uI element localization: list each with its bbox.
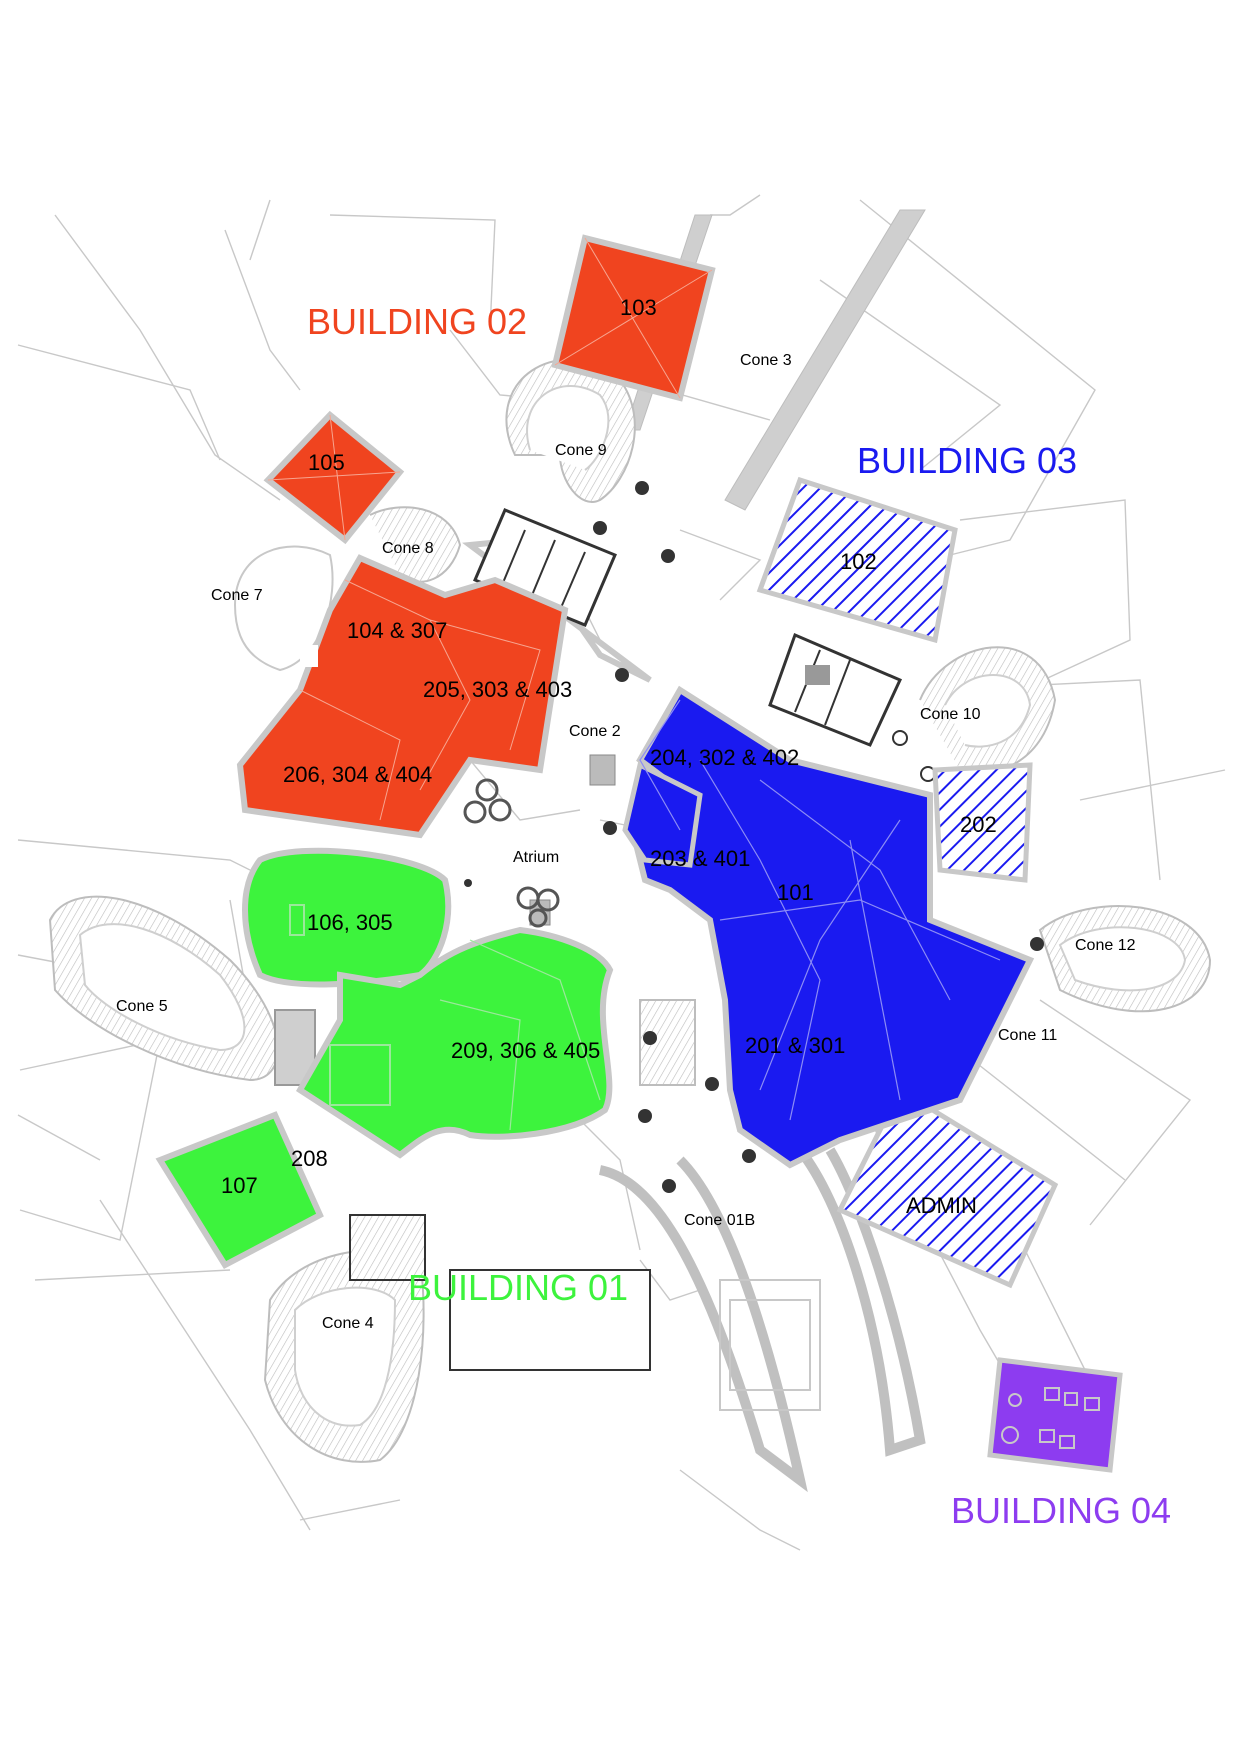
atrium-fixtures: [463, 481, 1044, 1193]
cone-8-shape: [369, 506, 462, 583]
building-04-title: BUILDING 04: [951, 1490, 1171, 1531]
room-label-105: 105: [308, 450, 345, 475]
room-label-206-304-404: 206, 304 & 404: [283, 762, 432, 787]
label-cone-5: Cone 5: [116, 998, 168, 1015]
room-label-208: 208: [291, 1146, 328, 1171]
room-label-203-401: 203 & 401: [650, 846, 750, 871]
room-104-307: [236, 554, 569, 839]
label-cone-10: Cone 10: [920, 706, 981, 723]
room-label-102: 102: [840, 549, 877, 574]
label-cone-8: Cone 8: [382, 540, 434, 557]
label-cone-3: Cone 3: [740, 352, 792, 369]
room-label-107: 107: [221, 1173, 258, 1198]
building-03-rooms: [622, 476, 1059, 1289]
room-label-103: 103: [620, 295, 657, 320]
room-label-101: 101: [777, 880, 814, 905]
room-label-104-307: 104 & 307: [347, 618, 447, 643]
room-label-202: 202: [960, 812, 997, 837]
label-cone-01b: Cone 01B: [684, 1212, 755, 1229]
building-04-rooms: [987, 1357, 1123, 1473]
room-label-209-306-405: 209, 306 & 405: [451, 1038, 600, 1063]
room-building-04: [987, 1357, 1123, 1473]
room-label-106-305: 106, 305: [307, 910, 393, 935]
room-107: [155, 1111, 324, 1269]
building-02-rooms: [236, 234, 716, 839]
building-02-title: BUILDING 02: [307, 301, 527, 342]
room-202: [932, 762, 1033, 883]
label-cone-9: Cone 9: [555, 442, 607, 459]
label-cone-12: Cone 12: [1075, 937, 1136, 954]
cone-01b-walls: [598, 1156, 808, 1493]
room-102: [756, 476, 958, 644]
label-cone-4: Cone 4: [322, 1315, 374, 1332]
building-01-title: BUILDING 01: [408, 1267, 628, 1308]
label-cone-2: Cone 2: [569, 723, 621, 740]
room-label-admin: ADMIN: [906, 1193, 977, 1218]
area-labels: Cone 3 Cone 9 Cone 8 Cone 7 Cone 2 Cone …: [116, 352, 1136, 1332]
label-atrium: Atrium: [513, 849, 559, 866]
room-209-306-405: [295, 926, 614, 1159]
room-admin: [836, 1086, 1059, 1289]
building-01-rooms: [155, 847, 614, 1269]
label-cone-11: Cone 11: [998, 1027, 1057, 1044]
room-labels: 103 105 104 & 307 205, 303 & 403 206, 30…: [221, 295, 997, 1218]
building-03-title: BUILDING 03: [857, 440, 1077, 481]
room-label-204-302-402: 204, 302 & 402: [650, 745, 799, 770]
room-label-201-301: 201 & 301: [745, 1033, 845, 1058]
service-blocks: [274, 508, 903, 1371]
building-titles: BUILDING 02 BUILDING 03 BUILDING 01 BUIL…: [307, 301, 1171, 1531]
cones: [48, 359, 1212, 1493]
room-label-205-303-403: 205, 303 & 403: [423, 677, 572, 702]
label-cone-7: Cone 7: [211, 587, 263, 604]
